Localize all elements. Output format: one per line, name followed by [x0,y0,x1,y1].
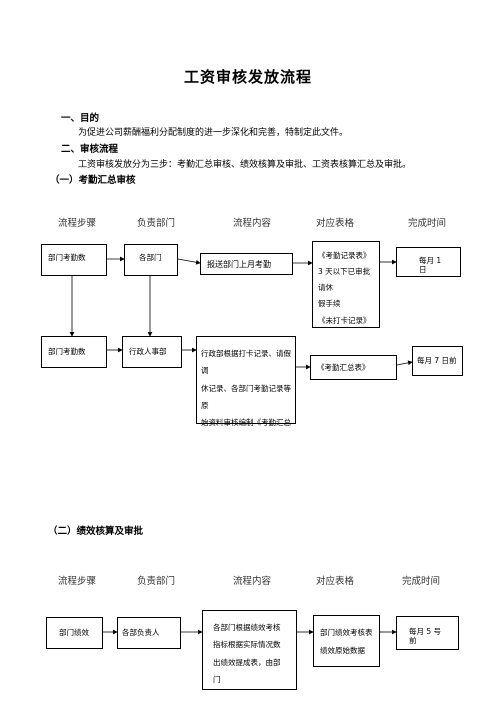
dept-box-all-departments: 各部门 [124,244,178,276]
col-dept-header: 负责部门 [137,576,176,587]
forms-box-attendance-summary: 《考勤汇总表》 [310,355,397,380]
content-line: 休记录、各部门考勤记录等原 [201,383,291,410]
time-label: 每月 5 号前 [409,627,442,646]
content-line: 始资料审核编制《考勤汇总 [201,418,291,427]
time-label: 每月 1 日 [419,256,442,275]
content-box-admin-review: 行政部根据打卡记录、请假调 休记录、各部门考勤记录等原 始资料审核编制《考勤汇总 [196,336,296,427]
time-box-before-day-5: 每月 5 号前 [396,616,459,650]
step-box-attendance-2: 部门考勤数 [41,336,107,368]
forms-box-attendance-records: 《考勤记录表》 3 天以下已审批请休 假手续 《未打卡记录》 [312,241,380,328]
content-line: 出绩效提成表，由部门 [213,657,281,684]
sub2-heading: （二）绩效核算及审批 [48,526,144,537]
col-content-header: 流程内容 [233,576,272,587]
col-step-header: 流程步骤 [58,576,97,587]
content-box-performance: 各部门根据绩效考核 指标根据实际情况数 出绩效提成表，由部门 [202,610,297,690]
sub1-heading: （一）考勤汇总审核 [50,175,136,186]
content-line: 指标根据实际情况数 [213,640,281,650]
process-heading: 二、审核流程 [61,144,119,155]
content-line: 行政部根据打卡记录、请假调 [201,349,291,376]
col-forms-header: 对应表格 [316,218,355,229]
dept-label: 各部负责人 [122,628,160,637]
step-box-attendance-1: 部门考勤数 [41,244,107,276]
dept-box-admin-hr: 行政人事部 [122,336,182,368]
process-text: 工资审核发放分为三步：考勤汇总审核、绩效核算及审批、工资表核算汇总及审批。 [78,160,412,170]
content-box-submit-attendance: 报送部门上月考勤 [200,253,293,275]
form-item: 假手续 [318,299,341,309]
forms-box-performance: 部门绩效考核表 绩效原始数据 [313,615,380,667]
step-label: 部门绩效 [59,628,89,637]
col-forms-header: 对应表格 [316,576,355,587]
step-label: 部门考勤数 [48,253,86,262]
form-item: 部门绩效考核表 [320,628,373,637]
purpose-text: 为促进公司薪酬福利分配制度的进一步深化和完善，特制定此文件。 [78,128,349,138]
col-content-header: 流程内容 [233,218,272,229]
form-item: 3 天以下已审批请休 [318,267,371,293]
page-title: 工资审核发放流程 [183,68,312,86]
step-label: 部门考勤数 [48,347,86,356]
content-line: 各部门根据绩效考核 [213,623,281,632]
form-item: 绩效原始数据 [320,646,365,655]
form-item: 《考勤记录表》 [318,251,371,260]
time-label: 每月 7 日前 [417,356,457,365]
time-box-before-day-7: 每月 7 日前 [412,346,463,376]
form-item: 《考勤汇总表》 [317,363,370,372]
form-item: 《未打卡记录》 [318,315,371,325]
content-label: 报送部门上月考勤 [207,260,271,269]
col-time-header: 完成时间 [402,576,441,587]
col-step-header: 流程步骤 [58,218,97,229]
time-box-day-1: 每月 1 日 [396,247,461,277]
purpose-heading: 一、目的 [61,113,100,124]
dept-box-dept-heads: 各部负责人 [117,617,181,649]
col-time-header: 完成时间 [408,218,447,229]
dept-label: 行政人事部 [129,347,167,356]
col-dept-header: 负责部门 [137,218,176,229]
step-box-dept-performance: 部门绩效 [46,617,103,649]
dept-label: 各部门 [139,253,162,262]
